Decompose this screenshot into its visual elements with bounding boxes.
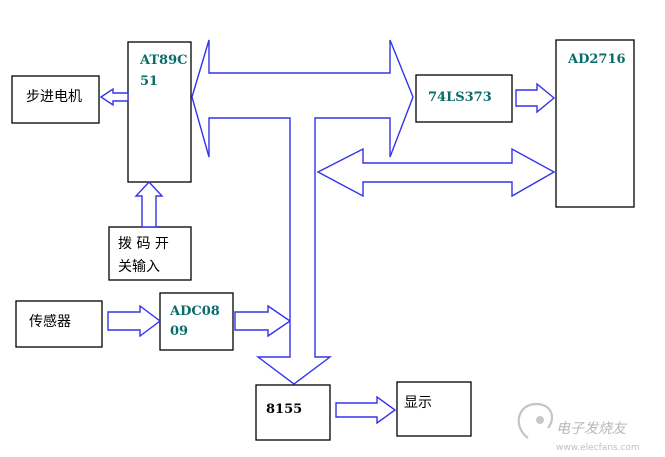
display-block: 显示 bbox=[396, 381, 472, 437]
stepper-motor-label: 步进电机 bbox=[26, 89, 82, 105]
display-label: 显示 bbox=[404, 395, 432, 411]
stepper-motor-block: 步进电机 bbox=[11, 75, 100, 124]
latch-label: 74LS373 bbox=[428, 90, 492, 105]
mcu-label-line1: AT89C bbox=[139, 53, 188, 68]
system-bus bbox=[191, 39, 414, 385]
adc-label-line2: 09 bbox=[170, 324, 188, 339]
eprom-label: AD2716 bbox=[567, 52, 626, 67]
sensor-to-adc-arrow bbox=[107, 304, 162, 338]
watermark-text: 电子发烧友 bbox=[556, 421, 628, 437]
watermark-logo: 电子发烧友 www.elecfans.com bbox=[517, 402, 640, 453]
eprom-block: AD2716 bbox=[555, 39, 635, 208]
sensor-label: 传感器 bbox=[29, 313, 71, 330]
sensor-block: 传感器 bbox=[15, 300, 103, 348]
watermark-dot-icon bbox=[536, 416, 544, 424]
mcu-label-line2: 51 bbox=[140, 74, 158, 89]
io-to-display-arrow bbox=[335, 395, 397, 425]
dip-switch-to-mcu-arrow bbox=[134, 180, 164, 228]
mcu-block: AT89C 51 bbox=[127, 41, 192, 183]
adc-label-line1: ADC08 bbox=[169, 304, 220, 319]
dip-switch-label-line2: 关输入 bbox=[118, 259, 160, 275]
latch-to-eprom-arrow bbox=[515, 82, 556, 114]
io-chip-block: 8155 bbox=[255, 384, 331, 441]
adc-to-bus-arrow bbox=[234, 304, 292, 338]
watermark-swirl-icon bbox=[517, 402, 554, 439]
latch-block: 74LS373 bbox=[415, 74, 513, 123]
dip-switch-block: 拨 码 开 关输入 bbox=[108, 226, 192, 281]
io-chip-label: 8155 bbox=[266, 402, 302, 417]
eprom-data-bus-arrow bbox=[316, 147, 556, 198]
adc-block: ADC08 09 bbox=[159, 292, 234, 351]
dip-switch-label-line1: 拨 码 开 bbox=[118, 236, 169, 252]
mcu-to-motor-arrow bbox=[99, 87, 129, 107]
watermark-url: www.elecfans.com bbox=[556, 443, 640, 453]
